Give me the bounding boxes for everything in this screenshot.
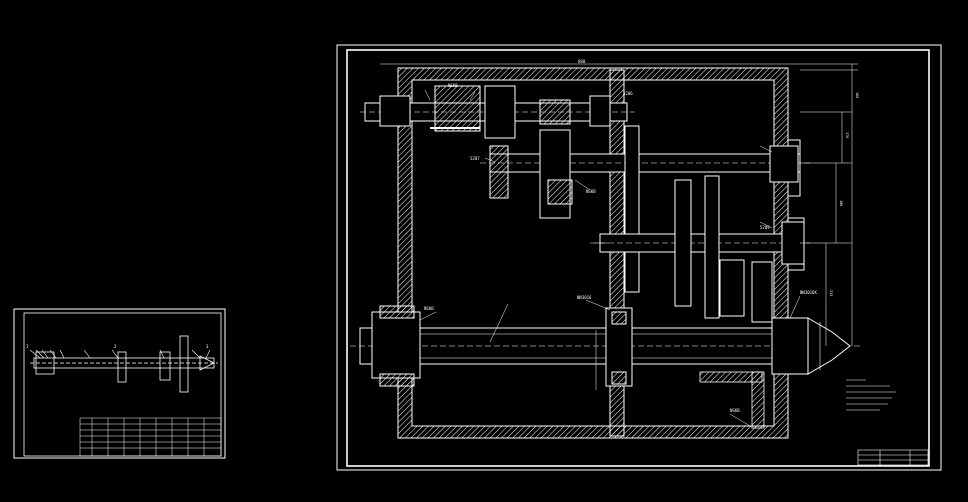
label-spindle-right: NN3016K — [800, 290, 817, 295]
main-inner-border — [346, 49, 930, 467]
right-dim-3: 180 — [839, 200, 843, 206]
thumb-title-block — [79, 417, 222, 457]
input-shaft — [360, 85, 635, 139]
intermediate-shaft-2 — [590, 175, 810, 323]
label-gear-mid: NSKB — [586, 189, 596, 194]
thumb-shaft — [30, 335, 218, 393]
main-outer-border — [336, 44, 942, 471]
right-dim-4: 215 — [829, 290, 833, 296]
leader-lines — [419, 89, 801, 427]
thumb-label-b: 2 — [114, 344, 117, 349]
thumb-leaders — [29, 349, 211, 359]
right-dim-1: 160 — [855, 92, 859, 98]
main-title-block — [857, 449, 929, 466]
label-spindle: NSKB — [424, 306, 434, 311]
intermediate-shaft-1 — [480, 125, 810, 293]
label-spindle-bearing: NN3016 — [577, 295, 592, 300]
housing-right-profile — [788, 139, 805, 271]
right-dim-2: 170 — [845, 132, 849, 138]
top-dimension: 880 — [578, 59, 586, 64]
thumb-inner-border — [23, 312, 222, 457]
label-mid-left: 5207 — [470, 156, 480, 161]
thumb-label-c: 3 — [206, 344, 209, 349]
label-lower-tag: NSKB — [730, 408, 740, 413]
label-shaft: 5206 — [623, 91, 633, 96]
thumb-outer-border — [13, 308, 226, 459]
thumbnail-sheet[interactable]: 1 2 3 — [13, 308, 226, 459]
spindle-shaft — [350, 305, 860, 387]
dimension-lines — [380, 63, 858, 390]
technical-notes — [846, 379, 896, 411]
label-input-shaft: NSKB — [448, 83, 458, 88]
label-tag-right: 5209 — [760, 225, 770, 230]
main-sheet[interactable]: 880 NSKB 5206 5207 NSKB 5209 NN3016 NSKB… — [336, 44, 942, 471]
thumb-label-a: 1 — [26, 344, 29, 349]
